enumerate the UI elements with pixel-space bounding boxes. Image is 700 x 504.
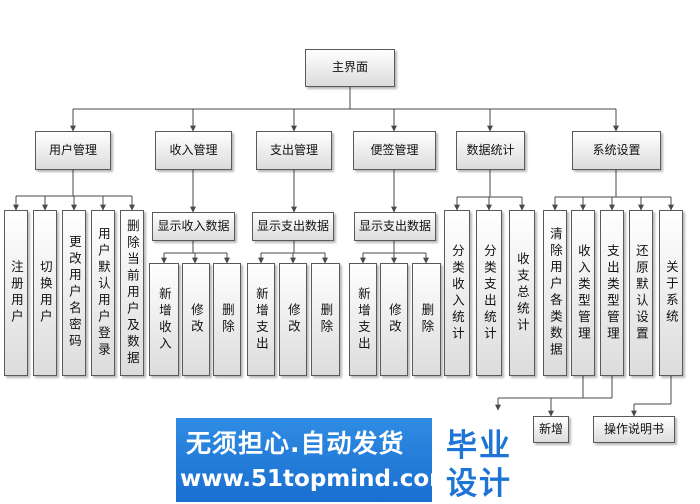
node-show-income-data: 显示收入数据 (152, 212, 235, 241)
node-memo-delete: 删除 (412, 263, 441, 376)
node-add-memo: 新增支出 (349, 263, 377, 376)
category-income-management: 收入管理 (155, 131, 232, 170)
node-expense-type-manage: 支出类型管理 (600, 210, 624, 376)
node-expense-delete: 删除 (311, 263, 340, 376)
node-show-memo-data: 显示支出数据 (354, 212, 436, 241)
node-expense-edit: 修改 (279, 263, 307, 376)
category-expense-management: 支出管理 (256, 131, 332, 170)
node-default-login: 用户默认用户登录 (91, 210, 115, 376)
node-total-stats: 收支总统计 (509, 210, 535, 376)
node-income-type-manage: 收入类型管理 (571, 210, 595, 376)
node-clear-data: 清除用户各类数据 (543, 210, 567, 376)
category-user-management: 用户管理 (35, 131, 111, 170)
node-add-expense: 新增支出 (247, 263, 275, 376)
node-income-edit: 修改 (182, 263, 210, 376)
node-about-system: 关于系统 (659, 210, 683, 376)
node-income-stats: 分类收入统计 (444, 210, 470, 376)
node-expense-stats: 分类支出统计 (476, 210, 502, 376)
category-memo-management: 便签管理 (353, 131, 436, 170)
root-node: 主界面 (305, 49, 395, 87)
node-restore-defaults: 还原默认设置 (629, 210, 653, 376)
node-memo-edit: 修改 (380, 263, 408, 376)
node-add-income: 新增收入 (149, 263, 179, 376)
node-add-type: 新增 (533, 416, 569, 443)
node-register-user: 注册用户 (4, 210, 28, 376)
node-change-password: 更改用户名密码 (62, 210, 86, 376)
node-income-delete: 删除 (213, 263, 241, 376)
node-switch-user: 切换用户 (33, 210, 57, 376)
node-manual: 操作说明书 (593, 416, 675, 443)
category-system-settings: 系统设置 (572, 131, 661, 170)
node-show-expense-data: 显示支出数据 (252, 212, 334, 241)
category-data-statistics: 数据统计 (456, 131, 525, 170)
node-delete-user-data: 删除当前用户及数据 (120, 210, 144, 376)
